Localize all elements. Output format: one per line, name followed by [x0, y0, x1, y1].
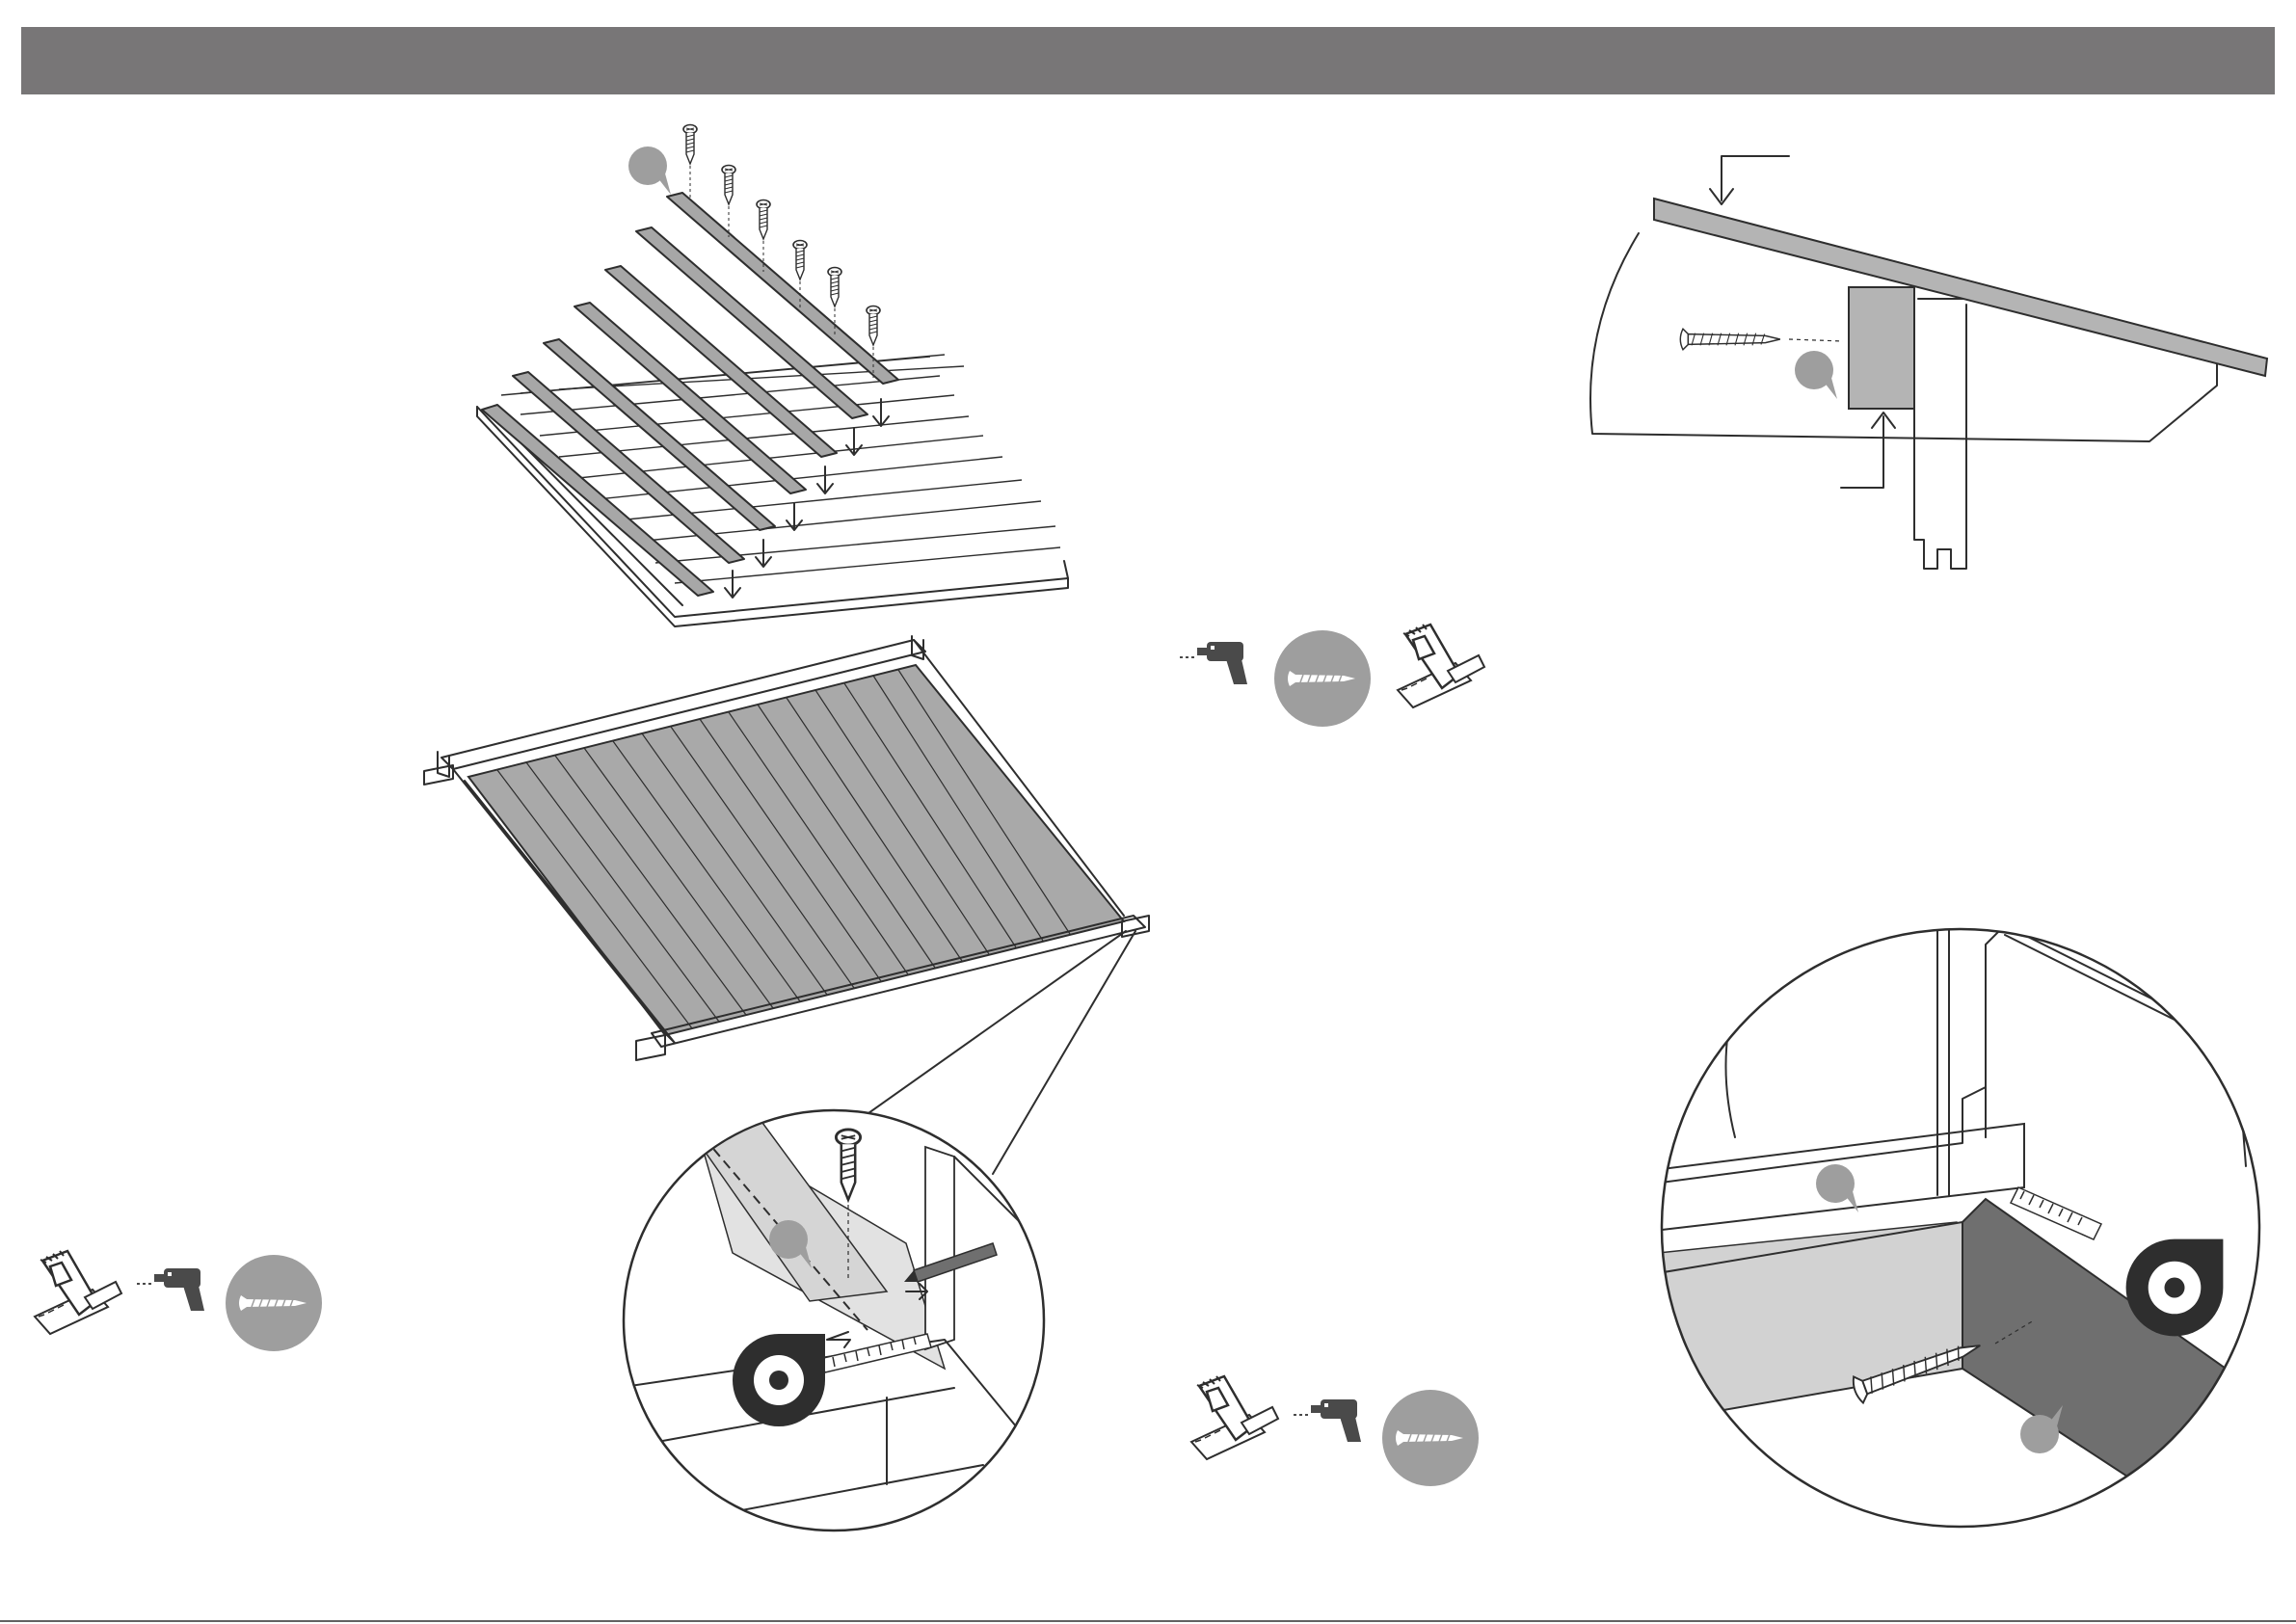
drill-icon: [1180, 642, 1247, 684]
wall-corner-detail-zoom: [1629, 906, 2294, 1561]
tools-center: [1180, 625, 1484, 727]
screw-badge-icon: [1382, 1390, 1479, 1486]
callout-icon: [1795, 351, 1837, 399]
roof-panel-assembled: [424, 636, 1149, 1060]
saw-icon: [1191, 1376, 1278, 1459]
saw-icon: [1398, 625, 1484, 707]
zoom-connector-right: [993, 931, 1135, 1174]
tools-bottom: [1191, 1376, 1479, 1486]
tape-measure-icon: [733, 1334, 825, 1426]
roof-section-detail: [1590, 156, 2267, 569]
roof-edge-detail-zoom: [617, 1108, 1080, 1531]
screw-badge-icon: [226, 1255, 322, 1351]
drill-icon: [1294, 1399, 1361, 1442]
roof-boards-exploded: [477, 125, 1068, 627]
saw-icon: [35, 1251, 121, 1334]
tape-measure-icon: [2126, 1239, 2224, 1337]
drill-icon: [137, 1268, 204, 1311]
screw-badge-icon: [1274, 630, 1371, 727]
callout-icon: [628, 146, 671, 195]
tools-left: [35, 1251, 322, 1351]
